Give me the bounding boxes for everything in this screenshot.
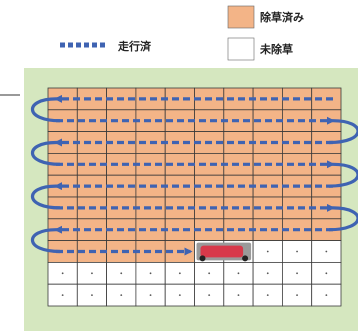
turn-arrow-icon: [328, 206, 358, 232]
cell-dot: [266, 250, 269, 253]
mower-robot-icon: [196, 242, 252, 262]
unweeded-swatch: [227, 37, 255, 61]
mower-wheel: [242, 255, 249, 262]
cell-dot: [178, 272, 181, 275]
weeded-cell: [281, 109, 313, 133]
weeded-cell: [76, 131, 108, 154]
turn-arrow-icon: [30, 140, 61, 166]
weeded-cell: [106, 109, 137, 133]
turn-arrow-icon: [328, 162, 358, 188]
cell-dot: [237, 294, 240, 296]
weeded-cell: [106, 152, 137, 176]
cell-dot: [149, 294, 152, 296]
traveled-legend-label: 走行済: [117, 39, 152, 53]
cell-dot: [296, 250, 298, 253]
turn-arrow-icon: [30, 228, 61, 254]
cell-dot: [208, 294, 211, 296]
turn-arrow-icon: [328, 119, 358, 145]
weeded-cell: [281, 152, 313, 176]
cell-dot: [325, 294, 328, 296]
mower-wheel: [199, 255, 206, 262]
weeded-cell: [76, 87, 108, 111]
weeded-swatch: [227, 5, 255, 29]
turn-arrow-icon: [30, 184, 61, 210]
cell-dot: [296, 272, 298, 275]
cell-dot: [237, 272, 240, 275]
weeded-cell: [194, 109, 225, 133]
cell-dot: [325, 250, 328, 253]
weeded-cell: [164, 218, 195, 242]
weeded-cell: [76, 218, 108, 242]
weeded-cell: [252, 174, 283, 198]
cell-dot: [208, 272, 211, 275]
legend: 除草済み 未除草 走行済: [60, 5, 304, 61]
cell-dot: [149, 272, 152, 275]
weeded-cell: [252, 131, 283, 154]
cell-dot: [120, 294, 123, 296]
cell-dot: [266, 272, 269, 275]
cell-dot: [91, 294, 93, 296]
weeded-cell: [194, 196, 225, 220]
weeded-legend-label: 除草済み: [260, 10, 304, 24]
cell-dot: [296, 294, 298, 296]
weeded-cell: [76, 174, 108, 198]
cell-dot: [325, 272, 328, 275]
weeded-cell: [281, 196, 313, 220]
grid: [47, 87, 342, 307]
cell-dot: [61, 294, 64, 296]
traveled-path: [30, 94, 358, 256]
weeded-cell: [252, 218, 283, 242]
weeded-cell: [194, 152, 225, 176]
weeded-cell: [106, 196, 137, 220]
cell-dot: [91, 272, 93, 275]
weeded-cell: [164, 87, 195, 111]
weeded-cell: [164, 131, 195, 154]
turn-arrow-icon: [30, 97, 61, 123]
unweeded-legend-label: 未除草: [259, 42, 293, 56]
weeded-cell: [164, 174, 195, 198]
weeded-cell: [252, 87, 283, 111]
cell-dot: [178, 294, 181, 296]
weeded-cell: [106, 240, 137, 263]
mower-cover: [200, 245, 244, 258]
cell-dot: [266, 294, 269, 296]
cell-dot: [120, 272, 123, 275]
cell-dot: [61, 272, 64, 275]
